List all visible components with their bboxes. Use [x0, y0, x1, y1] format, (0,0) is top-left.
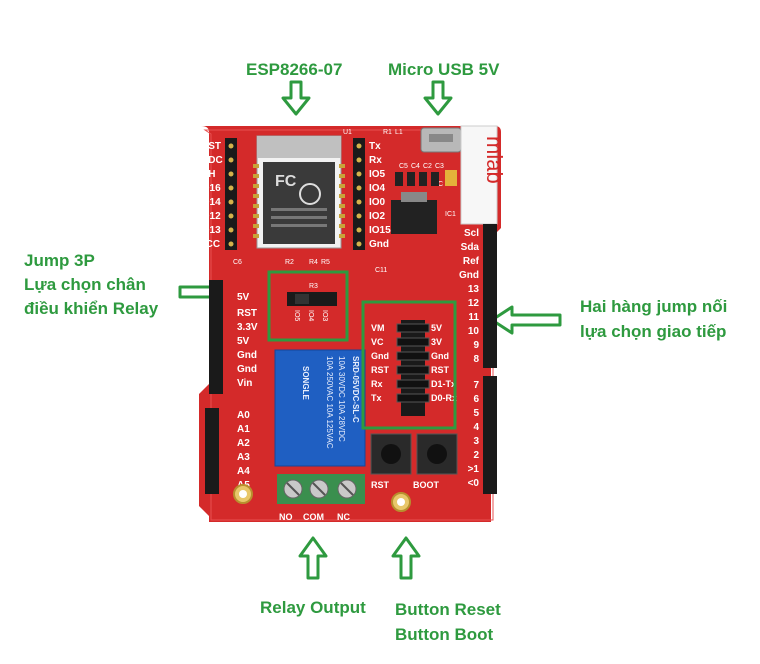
arrow-down-esp-icon [283, 82, 309, 114]
svg-text:11: 11 [468, 312, 479, 323]
svg-text:R5: R5 [321, 259, 330, 266]
svg-text:A3: A3 [237, 452, 250, 463]
svg-text:L1: L1 [395, 129, 403, 136]
pin-label-io14: IO14 [199, 197, 221, 208]
svg-text:C2: C2 [423, 163, 432, 170]
svg-text:Gnd: Gnd [237, 364, 257, 375]
pin-label-tx: Tx [369, 141, 381, 152]
svg-text:A0: A0 [237, 410, 250, 421]
jumper-3p [287, 292, 337, 306]
esp-shield [263, 162, 335, 244]
pin-label-rst: RST [201, 141, 221, 152]
svg-text:C5: C5 [399, 163, 408, 170]
svg-text:RST: RST [431, 365, 450, 375]
svg-text:D1-Tx: D1-Tx [431, 379, 456, 389]
svg-text:10: 10 [468, 326, 480, 337]
pin-label-io15: IO15 [369, 225, 391, 236]
dev-board: FC RST ADC CH IO16 IO14 IO12 IO13 VCC Tx… [195, 124, 505, 524]
svg-text:BOOT: BOOT [413, 480, 440, 490]
regulator-ic1 [391, 200, 437, 234]
svg-text:A2: A2 [237, 438, 250, 449]
svg-text:VM: VM [371, 323, 385, 333]
svg-text:COM: COM [303, 512, 324, 522]
svg-text:C4: C4 [411, 163, 420, 170]
svg-text:10A 250VAC 10A 125VAC: 10A 250VAC 10A 125VAC [325, 356, 334, 449]
svg-text:3V: 3V [431, 337, 442, 347]
svg-text:4: 4 [473, 422, 479, 433]
svg-text:A4: A4 [237, 466, 250, 477]
svg-text:Sda: Sda [461, 242, 480, 253]
svg-text:IO3: IO3 [321, 310, 328, 321]
svg-text:<0: <0 [468, 478, 480, 489]
pin-label-io13: IO13 [199, 225, 221, 236]
svg-text:Ref: Ref [463, 256, 480, 267]
svg-text:R4: R4 [309, 259, 318, 266]
svg-text:>1: >1 [468, 464, 480, 475]
svg-text:RST: RST [371, 365, 390, 375]
svg-text:IO5: IO5 [293, 310, 300, 321]
pin-label-io12: IO12 [199, 211, 221, 222]
svg-text:Tx: Tx [371, 393, 382, 403]
svg-text:Scl: Scl [464, 228, 479, 239]
svg-text:RST: RST [237, 308, 257, 319]
svg-text:13: 13 [468, 284, 480, 295]
svg-text:Gnd: Gnd [237, 350, 257, 361]
svg-text:3.3V: 3.3V [237, 322, 258, 333]
svg-text:SRD-05VDC-SL-C: SRD-05VDC-SL-C [351, 356, 360, 423]
svg-text:5V: 5V [431, 323, 442, 333]
svg-text:C3: C3 [435, 163, 444, 170]
pin-label-io0: IO0 [369, 197, 386, 208]
pin-label-gnd: Gnd [369, 239, 389, 250]
svg-text:SONGLE: SONGLE [301, 366, 310, 400]
esp-fc-mark: FC [275, 173, 297, 190]
svg-text:R2: R2 [285, 259, 294, 266]
svg-text:8: 8 [473, 354, 479, 365]
svg-text:5V: 5V [237, 292, 250, 303]
svg-text:NO: NO [279, 512, 293, 522]
svg-text:6: 6 [473, 394, 479, 405]
svg-text:RST: RST [371, 480, 390, 490]
svg-text:3: 3 [473, 436, 479, 447]
brand-logo: mlab [482, 136, 505, 184]
svg-text:Gnd: Gnd [431, 351, 449, 361]
pin-label-rx: Rx [369, 155, 382, 166]
svg-text:R3: R3 [309, 283, 318, 290]
arrow-up-relay-icon [300, 538, 326, 578]
pin-label-io2: IO2 [369, 211, 386, 222]
svg-text:C6: C6 [233, 259, 242, 266]
svg-text:Rx: Rx [371, 379, 383, 389]
svg-text:IO4: IO4 [307, 310, 314, 321]
pin-label-io4: IO4 [369, 183, 386, 194]
svg-text:10A 30VDC 10A 28VDC: 10A 30VDC 10A 28VDC [337, 356, 346, 442]
pin-label-vcc: VCC [199, 239, 220, 250]
svg-text:12: 12 [468, 298, 480, 309]
svg-text:R1: R1 [383, 129, 392, 136]
svg-text:5V: 5V [237, 336, 250, 347]
svg-text:9: 9 [473, 340, 479, 351]
svg-text:Gnd: Gnd [371, 351, 389, 361]
svg-text:Vin: Vin [237, 378, 252, 389]
pin-label-io16: IO16 [199, 183, 221, 194]
svg-text:7: 7 [473, 380, 479, 391]
svg-text:U1: U1 [343, 129, 352, 136]
svg-text:2: 2 [473, 450, 479, 461]
svg-text:NC: NC [337, 512, 350, 522]
arrow-up-button-icon [393, 538, 419, 578]
svg-text:C11: C11 [375, 267, 387, 274]
svg-text:5: 5 [473, 408, 479, 419]
arrow-down-usb-icon [425, 82, 451, 114]
svg-text:Gnd: Gnd [459, 270, 479, 281]
svg-text:A1: A1 [237, 424, 250, 435]
svg-text:VC: VC [371, 337, 384, 347]
pin-label-io5: IO5 [369, 169, 386, 180]
pin-label-adc: ADC [201, 155, 223, 166]
svg-text:D0-Rx: D0-Rx [431, 393, 457, 403]
svg-text:IC1: IC1 [445, 211, 456, 218]
pin-label-ch: CH [201, 169, 215, 180]
